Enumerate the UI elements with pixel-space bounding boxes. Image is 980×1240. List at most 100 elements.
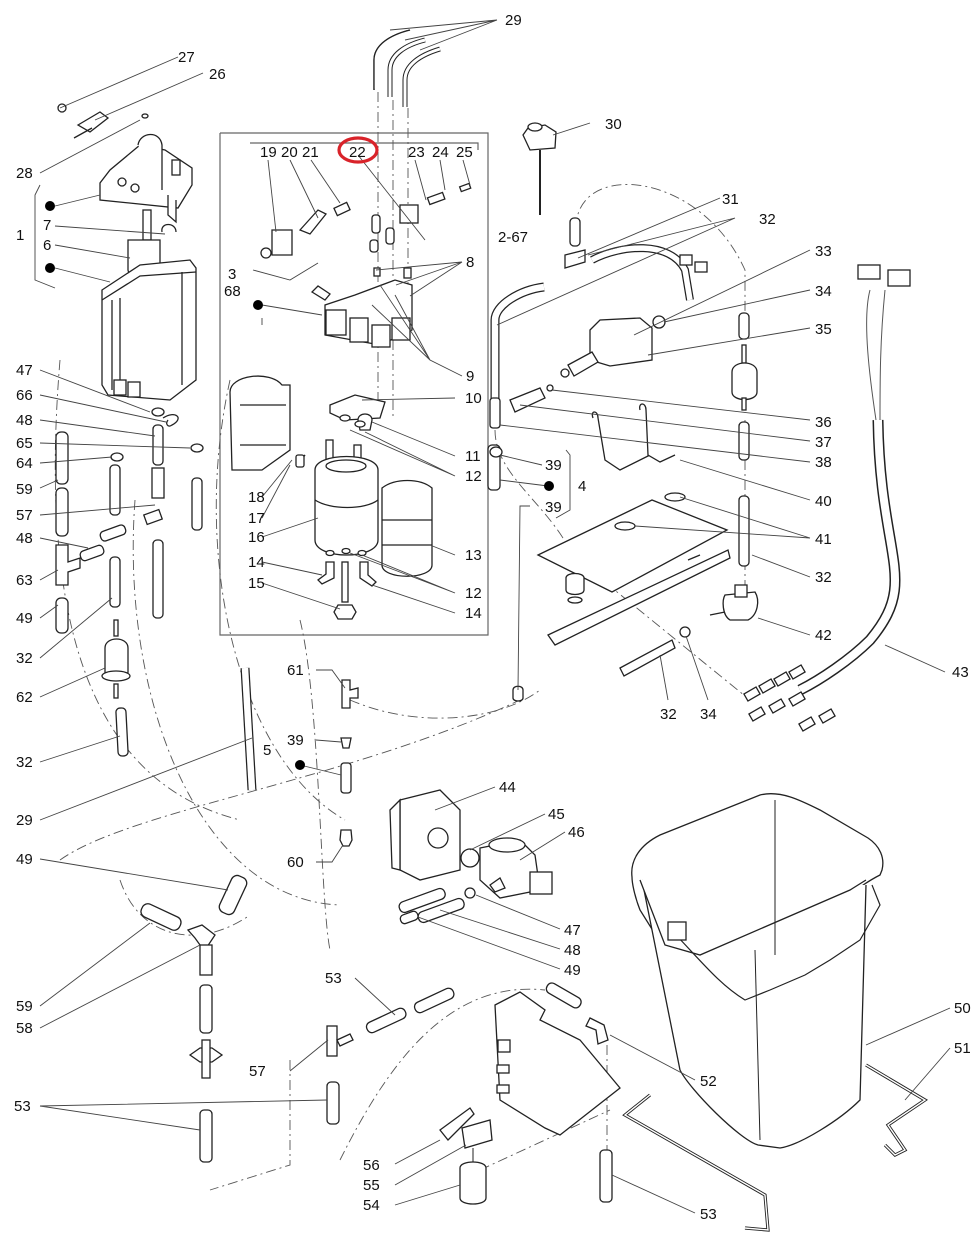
hoses-29 bbox=[373, 29, 441, 107]
callout-15: 15 bbox=[248, 575, 265, 592]
callout-10: 10 bbox=[465, 390, 482, 407]
callout-14-right: 14 bbox=[465, 605, 482, 622]
solenoid-valve-block bbox=[260, 182, 472, 348]
callout-62: 62 bbox=[16, 689, 33, 706]
callout-50: 50 bbox=[954, 1000, 971, 1017]
callout-60: 60 bbox=[287, 854, 304, 871]
wiring-harness-43 bbox=[743, 264, 911, 732]
tube-29-and-fittings bbox=[240, 667, 359, 847]
callout-33: 33 bbox=[815, 243, 832, 260]
callout-4: 4 bbox=[578, 478, 586, 495]
callout-23: 23 bbox=[408, 144, 425, 161]
bullet-dot bbox=[295, 760, 305, 770]
callout-57-left: 57 bbox=[16, 507, 33, 524]
callout-55: 55 bbox=[363, 1177, 380, 1194]
callout-32-left-a: 32 bbox=[16, 650, 33, 667]
callout-40: 40 bbox=[815, 493, 832, 510]
callout-7: 7 bbox=[43, 217, 51, 234]
callout-48-mid: 48 bbox=[564, 942, 581, 959]
tank-cover-microswitch bbox=[57, 103, 193, 224]
callout-22: 22 bbox=[349, 144, 366, 161]
callout-31: 31 bbox=[722, 191, 739, 208]
callout-56: 56 bbox=[363, 1157, 380, 1174]
callout-53-left: 53 bbox=[14, 1098, 31, 1115]
callout-14-left: 14 bbox=[248, 554, 265, 571]
callout-19: 19 bbox=[260, 144, 277, 161]
callout-24: 24 bbox=[432, 144, 449, 161]
callout-25: 25 bbox=[456, 144, 473, 161]
callout-47-left: 47 bbox=[16, 362, 33, 379]
callout-21: 21 bbox=[302, 144, 319, 161]
callout-3: 3 bbox=[228, 266, 236, 283]
callout-48-left-a: 48 bbox=[16, 412, 33, 429]
thermostat-30 bbox=[522, 122, 557, 215]
callout-58: 58 bbox=[16, 1020, 33, 1037]
callout-51: 51 bbox=[954, 1040, 971, 1057]
y-fitting-drain bbox=[140, 874, 455, 1163]
valve-group-frame bbox=[250, 142, 479, 150]
callout-32-left-b: 32 bbox=[16, 754, 33, 771]
level-bracket-and-float bbox=[439, 982, 621, 1205]
callout-49-left: 49 bbox=[16, 610, 33, 627]
filter-62 bbox=[101, 619, 131, 757]
boiler-assembly bbox=[229, 375, 433, 620]
callout-49-bottom: 49 bbox=[564, 962, 581, 979]
callout-20: 20 bbox=[281, 144, 298, 161]
pump-assembly bbox=[489, 217, 708, 429]
callout-17: 17 bbox=[248, 510, 265, 527]
callout-35: 35 bbox=[815, 321, 832, 338]
callout-63: 63 bbox=[16, 572, 33, 589]
callout-11: 11 bbox=[465, 448, 481, 465]
callout-13: 13 bbox=[465, 547, 482, 564]
callout-2-67: 2-67 bbox=[498, 229, 528, 246]
frame-plate-and-pressure-switch bbox=[487, 403, 759, 702]
callout-45: 45 bbox=[548, 806, 565, 823]
callout-42: 42 bbox=[815, 627, 832, 644]
callout-57-bottom: 57 bbox=[249, 1063, 266, 1080]
filter-35-right bbox=[731, 312, 758, 567]
callout-29-top: 29 bbox=[505, 12, 522, 29]
highlight-circle bbox=[337, 136, 379, 164]
callout-37: 37 bbox=[815, 434, 832, 451]
callout-labels: 27 26 28 1 7 6 19 20 21 22 23 24 25 29 3… bbox=[14, 12, 971, 1223]
callout-68: 68 bbox=[224, 283, 241, 300]
callout-12-bottom: 12 bbox=[465, 585, 482, 602]
callout-34-pump: 34 bbox=[815, 283, 832, 300]
callout-43: 43 bbox=[952, 664, 969, 681]
callout-6: 6 bbox=[43, 237, 51, 254]
callout-49-mid: 49 bbox=[16, 851, 33, 868]
bullet-dot bbox=[45, 263, 55, 273]
boiler-group-frame bbox=[219, 132, 489, 636]
inlet-valve-assembly bbox=[389, 789, 553, 925]
drain-bucket-50 bbox=[631, 793, 884, 1149]
callout-12-top: 12 bbox=[465, 468, 482, 485]
callout-29-left: 29 bbox=[16, 812, 33, 829]
callout-61: 61 bbox=[287, 662, 304, 679]
bullet-dot bbox=[544, 481, 554, 491]
callout-38: 38 bbox=[815, 454, 832, 471]
callout-41: 41 bbox=[815, 531, 832, 548]
callout-8: 8 bbox=[466, 254, 474, 271]
callout-65: 65 bbox=[16, 435, 33, 452]
left-tubing bbox=[55, 407, 204, 634]
callout-32-pump: 32 bbox=[759, 211, 776, 228]
callout-52: 52 bbox=[700, 1073, 717, 1090]
callout-47-mid: 47 bbox=[564, 922, 581, 939]
callout-18: 18 bbox=[248, 489, 265, 506]
callout-39-c: 39 bbox=[287, 732, 304, 749]
callout-59-left: 59 bbox=[16, 481, 33, 498]
callout-32-bottom: 32 bbox=[660, 706, 677, 723]
bullet-dot bbox=[253, 300, 263, 310]
callout-59-bottom: 59 bbox=[16, 998, 33, 1015]
callout-48-left-b: 48 bbox=[16, 530, 33, 547]
callout-53-right: 53 bbox=[700, 1206, 717, 1223]
callout-44: 44 bbox=[499, 779, 516, 796]
callout-28: 28 bbox=[16, 165, 33, 182]
callout-34-bottom: 34 bbox=[700, 706, 717, 723]
callout-46: 46 bbox=[568, 824, 585, 841]
callout-1: 1 bbox=[16, 227, 24, 244]
callout-54: 54 bbox=[363, 1197, 380, 1214]
leader-lines bbox=[34, 19, 951, 1214]
callout-64: 64 bbox=[16, 455, 33, 472]
